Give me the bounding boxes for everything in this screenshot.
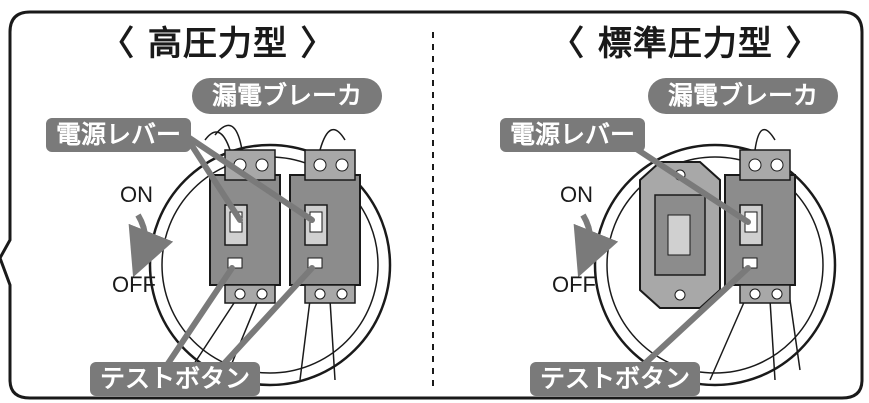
right-test-button-label: テストボタン	[530, 362, 701, 396]
right-breaker	[724, 149, 796, 304]
left-breaker-1	[209, 149, 281, 304]
right-wall-switch	[639, 161, 721, 309]
right-lever-label: 電源レバー	[500, 118, 646, 152]
left-on-label: ON	[120, 182, 153, 207]
left-test-button-label: テストボタン	[90, 362, 261, 396]
left-breaker-label: 漏電ブレーカ	[192, 78, 382, 114]
left-panel-illustration	[128, 124, 392, 387]
right-breaker-label: 漏電ブレーカ	[648, 78, 838, 114]
left-breaker-2	[289, 149, 361, 304]
left-lever-label: 電源レバー	[46, 118, 192, 152]
left-off-label: OFF	[112, 272, 156, 297]
right-off-label: OFF	[552, 272, 596, 297]
right-panel-title: 〈 標準圧力型 〉	[550, 24, 821, 64]
right-on-label: ON	[560, 182, 593, 207]
left-panel-title: 〈 高圧力型 〉	[100, 24, 336, 64]
